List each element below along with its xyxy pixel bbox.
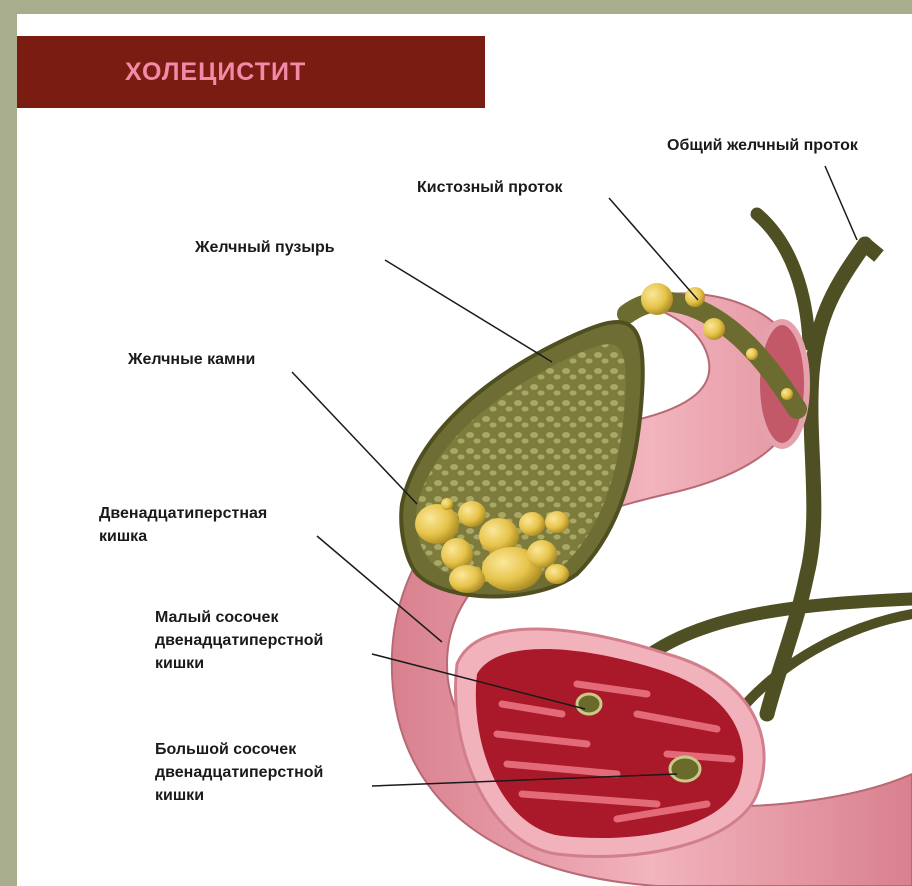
label-duodenum: Двенадцатиперстная кишка	[99, 502, 267, 548]
label-gallstones: Желчные камни	[128, 348, 255, 371]
label-major-papilla: Большой сосочек двенадцатиперстной кишки	[155, 738, 323, 807]
label-gallbladder: Желчный пузырь	[195, 236, 335, 259]
label-cystic-duct: Кистозный проток	[417, 176, 562, 199]
diagram-panel: ХОЛЕЦИСТИТ	[17, 14, 912, 886]
label-common-bile-duct: Общий желчный проток	[667, 134, 858, 157]
label-minor-papilla: Малый сосочек двенадцатиперстной кишки	[155, 606, 323, 675]
